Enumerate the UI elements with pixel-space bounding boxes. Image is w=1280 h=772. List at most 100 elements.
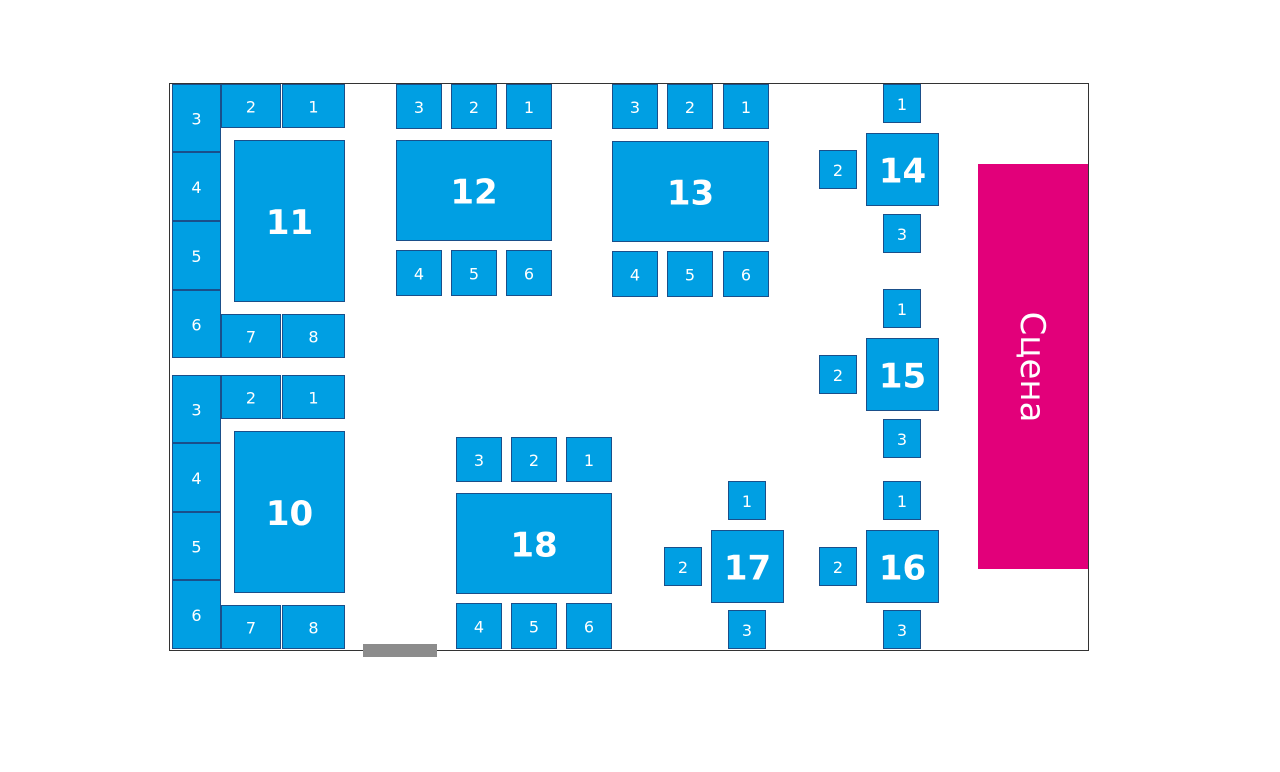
- seat-box: [172, 290, 221, 358]
- seat-10-8[interactable]: 8: [282, 605, 345, 649]
- seat-11-4[interactable]: 4: [172, 152, 221, 221]
- seat-number: 3: [474, 451, 484, 470]
- table-13[interactable]: 13: [612, 141, 769, 242]
- seat-17-3[interactable]: 3: [728, 610, 766, 649]
- seat-13-6[interactable]: 6: [723, 251, 769, 297]
- seat-16-1[interactable]: 1: [883, 481, 921, 520]
- table-18[interactable]: 18: [456, 493, 612, 594]
- seat-12-1[interactable]: 1: [506, 84, 552, 129]
- table-17[interactable]: 17: [711, 530, 784, 603]
- seat-12-4[interactable]: 4: [396, 250, 442, 296]
- seat-13-3[interactable]: 3: [612, 84, 658, 129]
- table-15[interactable]: 15: [866, 338, 939, 411]
- seat-12-6[interactable]: 6: [506, 250, 552, 296]
- seat-number: 5: [191, 538, 201, 557]
- seat-18-1[interactable]: 1: [566, 437, 612, 482]
- seat-16-3[interactable]: 3: [883, 610, 921, 649]
- seat-number: 4: [191, 469, 201, 488]
- stage-label: Сцена: [1012, 312, 1052, 423]
- table-16[interactable]: 16: [866, 530, 939, 603]
- seat-18-3[interactable]: 3: [456, 437, 502, 482]
- table-number: 10: [266, 494, 313, 534]
- table-top: [612, 141, 769, 242]
- seat-box: [506, 84, 552, 129]
- seat-number: 4: [630, 266, 640, 285]
- seat-number: 3: [897, 621, 907, 640]
- seat-10-1[interactable]: 1: [282, 375, 345, 419]
- seat-box: [396, 84, 442, 129]
- seat-18-2[interactable]: 2: [511, 437, 557, 482]
- table-group-17: 1 2 3 17: [664, 481, 784, 649]
- seat-number: 2: [833, 558, 843, 577]
- seat-12-3[interactable]: 3: [396, 84, 442, 129]
- seat-box: [566, 603, 612, 649]
- seat-number: 8: [308, 619, 318, 638]
- seat-15-1[interactable]: 1: [883, 289, 921, 328]
- seat-box: [667, 251, 713, 297]
- seat-box: [282, 605, 345, 649]
- seat-10-3[interactable]: 3: [172, 375, 221, 443]
- seat-13-5[interactable]: 5: [667, 251, 713, 297]
- seat-box: [451, 250, 497, 296]
- seat-11-2[interactable]: 2: [221, 84, 281, 128]
- seat-13-4[interactable]: 4: [612, 251, 658, 297]
- seat-17-2[interactable]: 2: [664, 547, 702, 586]
- seat-number: 2: [833, 366, 843, 385]
- seat-number: 3: [742, 621, 752, 640]
- seat-10-6[interactable]: 6: [172, 580, 221, 649]
- seat-14-2[interactable]: 2: [819, 150, 857, 189]
- seat-number: 4: [474, 618, 484, 637]
- seat-box: [282, 84, 345, 128]
- table-number: 16: [879, 549, 926, 589]
- seat-17-1[interactable]: 1: [728, 481, 766, 520]
- seat-box: [511, 437, 557, 482]
- seat-10-2[interactable]: 2: [221, 375, 281, 419]
- seat-box: [172, 580, 221, 649]
- seat-18-4[interactable]: 4: [456, 603, 502, 649]
- seat-box: [612, 84, 658, 129]
- seat-box: [728, 610, 766, 649]
- table-11[interactable]: 11: [234, 140, 345, 302]
- seat-18-5[interactable]: 5: [511, 603, 557, 649]
- seat-10-4[interactable]: 4: [172, 443, 221, 512]
- seat-number: 1: [742, 492, 752, 511]
- seat-number: 2: [469, 98, 479, 117]
- table-12[interactable]: 12: [396, 140, 552, 241]
- seat-18-6[interactable]: 6: [566, 603, 612, 649]
- seat-box: [728, 481, 766, 520]
- stage: [978, 164, 1088, 569]
- seat-14-1[interactable]: 1: [883, 84, 921, 123]
- seat-box: [723, 251, 769, 297]
- seat-box: [819, 355, 857, 394]
- seat-15-2[interactable]: 2: [819, 355, 857, 394]
- seat-12-5[interactable]: 5: [451, 250, 497, 296]
- seat-11-1[interactable]: 1: [282, 84, 345, 128]
- seat-10-5[interactable]: 5: [172, 512, 221, 580]
- table-14[interactable]: 14: [866, 133, 939, 206]
- seat-number: 7: [246, 328, 256, 347]
- seat-number: 6: [584, 618, 594, 637]
- seat-box: [221, 605, 281, 649]
- seat-11-7[interactable]: 7: [221, 314, 281, 358]
- table-top: [711, 530, 784, 603]
- seat-14-3[interactable]: 3: [883, 214, 921, 253]
- seat-16-2[interactable]: 2: [819, 547, 857, 586]
- seat-box: [883, 214, 921, 253]
- seat-number: 2: [246, 98, 256, 117]
- seat-11-8[interactable]: 8: [282, 314, 345, 358]
- table-top: [234, 140, 345, 302]
- seat-15-3[interactable]: 3: [883, 419, 921, 458]
- seat-11-6[interactable]: 6: [172, 290, 221, 358]
- seat-box: [883, 419, 921, 458]
- seat-13-1[interactable]: 1: [723, 84, 769, 129]
- table-group-16: 1 2 3 16: [819, 481, 939, 649]
- seat-box: [282, 314, 345, 358]
- seat-12-2[interactable]: 2: [451, 84, 497, 129]
- seat-11-5[interactable]: 5: [172, 221, 221, 290]
- seat-number: 1: [897, 300, 907, 319]
- seat-13-2[interactable]: 2: [667, 84, 713, 129]
- seat-11-3[interactable]: 3: [172, 84, 221, 152]
- seat-10-7[interactable]: 7: [221, 605, 281, 649]
- table-10[interactable]: 10: [234, 431, 345, 593]
